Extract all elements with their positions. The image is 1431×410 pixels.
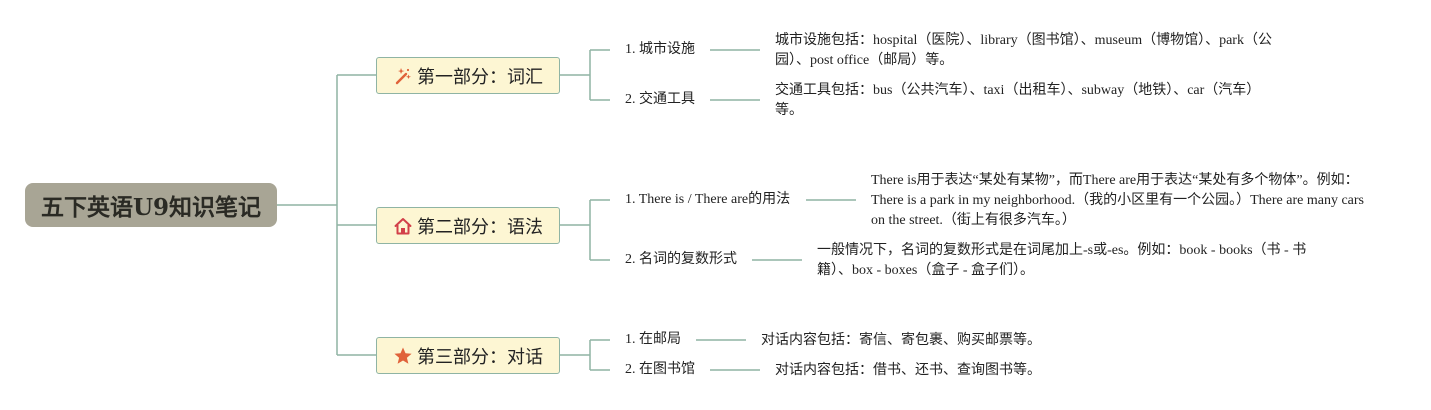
section-label: 第三部分：对话 (417, 346, 543, 368)
topic-transportation[interactable]: 2. 交通工具 (625, 92, 695, 107)
section-node-dialogue[interactable]: 第三部分：对话 (376, 337, 560, 374)
topic-at-library[interactable]: 2. 在图书馆 (625, 362, 695, 377)
topic-plural-nouns[interactable]: 2. 名词的复数形式 (625, 252, 737, 267)
detail-city-facilities: 城市设施包括：hospital（医院）、library（图书馆）、museum（… (775, 33, 1272, 68)
section-label: 第二部分：语法 (417, 216, 543, 238)
topic-city-facilities[interactable]: 1. 城市设施 (625, 42, 695, 57)
section-label: 第一部分：词汇 (417, 66, 543, 88)
detail-at-post-office: 对话内容包括：寄信、寄包裹、购买邮票等。 (761, 333, 1041, 348)
root-node[interactable]: 五下英语U9知识笔记 (25, 183, 277, 227)
section-3-branch (560, 339, 610, 371)
magic-wand-icon (393, 66, 413, 86)
section-1-branch (560, 49, 610, 101)
detail-plural-nouns: 一般情况下，名词的复数形式是在词尾加上-s或-es。例如：book - book… (817, 243, 1307, 278)
section-node-vocabulary[interactable]: 第一部分：词汇 (376, 57, 560, 94)
section-2-branch (560, 199, 610, 261)
detail-transportation: 交通工具包括：bus（公共汽车）、taxi（出租车）、subway（地铁）、ca… (775, 83, 1261, 118)
section-node-grammar[interactable]: 第二部分：语法 (376, 207, 560, 244)
detail-there-is-there-are: There is用于表达“某处有某物”，而There are用于表达“某处有多个… (871, 173, 1364, 228)
topic-at-post-office[interactable]: 1. 在邮局 (625, 332, 681, 347)
home-icon (393, 216, 413, 236)
root-label: 五下英语U9知识笔记 (40, 194, 262, 221)
detail-at-library: 对话内容包括：借书、还书、查询图书等。 (775, 363, 1041, 378)
topic-there-is-there-are[interactable]: 1. There is / There are的用法 (625, 192, 791, 207)
star-icon (393, 346, 413, 366)
